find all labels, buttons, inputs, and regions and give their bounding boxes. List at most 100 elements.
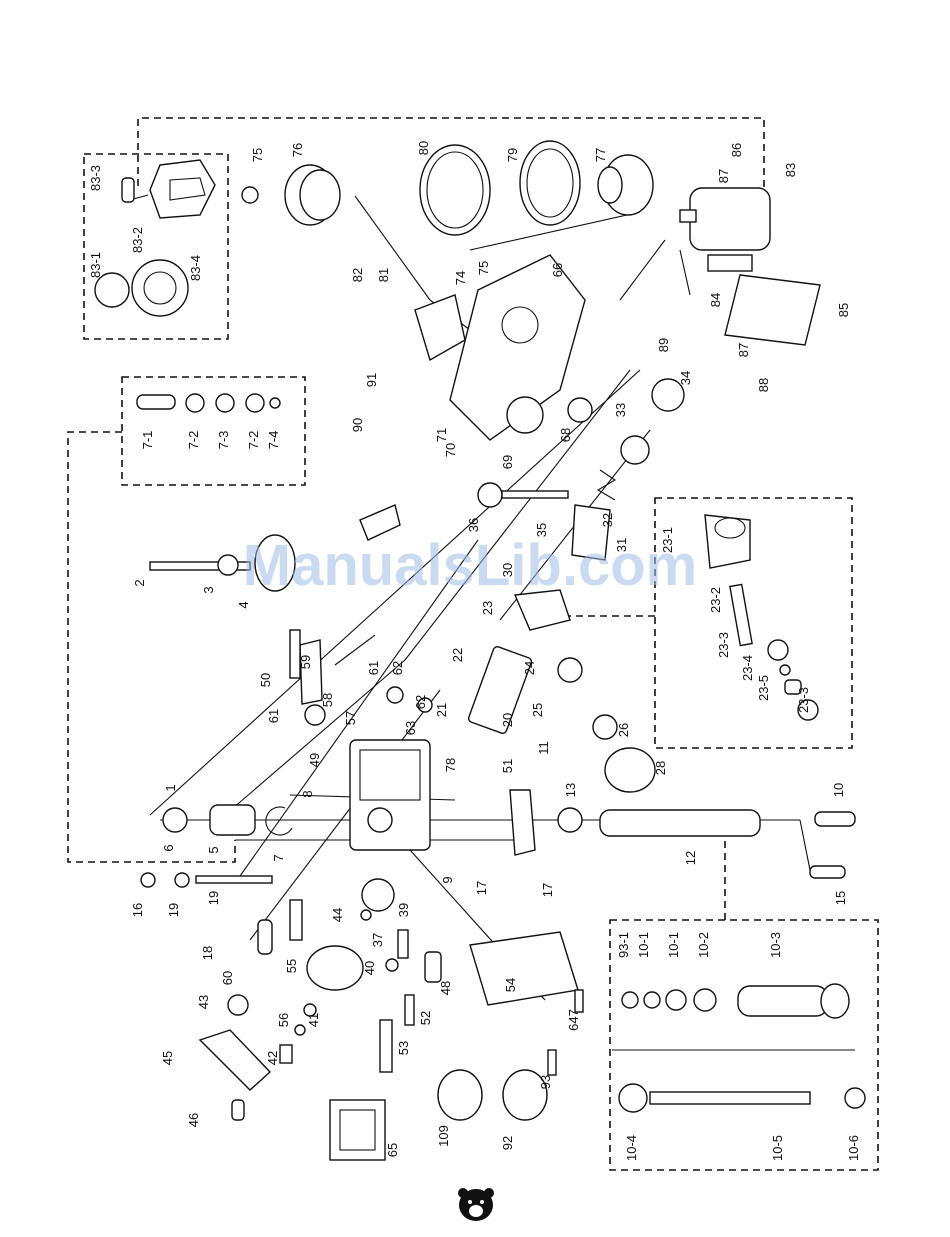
part-label: 21 [434, 703, 449, 717]
part-label: 59 [298, 655, 313, 669]
part-label: 48 [438, 981, 453, 995]
spindle-parts-7 [136, 393, 281, 413]
part-label: 26 [616, 723, 631, 737]
part-label: 75 [476, 261, 491, 275]
group-box-7 [121, 376, 306, 486]
part-label: 81 [376, 268, 391, 282]
part-label: 63 [403, 721, 418, 735]
part-label: 39 [396, 903, 411, 917]
part-label: 82 [350, 268, 365, 282]
part-label: 74 [453, 271, 468, 285]
part-label: 83 [783, 163, 798, 177]
part-label: 93-1 [616, 932, 631, 958]
part-label: 71 [434, 428, 449, 442]
part-label: 10-6 [846, 1135, 861, 1161]
part-label: 8 [300, 790, 315, 797]
part-label: 20 [500, 713, 515, 727]
part-label: 4 [236, 601, 251, 608]
part-label: 93 [538, 1075, 553, 1089]
part-label: 70 [443, 443, 458, 457]
part-label: 32 [600, 513, 615, 527]
part-label: 75 [250, 148, 265, 162]
part-label: 12 [683, 851, 698, 865]
part-label: 2 [132, 579, 147, 586]
part-label: 17 [474, 881, 489, 895]
part-label: 31 [614, 538, 629, 552]
part-label: 55 [284, 959, 299, 973]
part-label: 647 [566, 1009, 581, 1031]
part-label: 23-1 [660, 527, 675, 553]
part-label: 58 [320, 693, 335, 707]
part-label: 10-3 [768, 932, 783, 958]
part-label: 33 [613, 403, 628, 417]
part-label: 91 [364, 373, 379, 387]
part-label: 57 [343, 711, 358, 725]
main-body [140, 435, 856, 1161]
part-label: 83-3 [88, 165, 103, 191]
part-label: 37 [370, 933, 385, 947]
dashed-group-boxes [67, 117, 879, 1171]
part-label: 88 [756, 378, 771, 392]
part-label: 84 [708, 293, 723, 307]
part-label: 10 [831, 783, 846, 797]
part-label: 86 [729, 143, 744, 157]
part-label: 3 [201, 586, 216, 593]
part-label: 7 [271, 854, 286, 861]
part-label: 62 [413, 695, 428, 709]
group-box-7-leader [67, 431, 236, 863]
part-label: 23 [480, 601, 495, 615]
part-label: 5 [206, 846, 221, 853]
part-label: 7-4 [266, 431, 281, 450]
part-label: 61 [266, 709, 281, 723]
part-label: 6 [161, 844, 176, 851]
part-label: 28 [653, 761, 668, 775]
watermark: ManualsLib.com [243, 533, 697, 598]
part-label: 23-3 [796, 687, 811, 713]
part-label: 15 [833, 891, 848, 905]
part-label: 10-5 [770, 1135, 785, 1161]
part-label: 83-1 [88, 252, 103, 278]
part-label: 30 [500, 563, 515, 577]
part-label: 87 [736, 343, 751, 357]
part-label: 78 [443, 758, 458, 772]
part-label: 109 [436, 1125, 451, 1147]
drive-assembly [241, 140, 821, 441]
part-label: 41 [306, 1013, 321, 1027]
part-label: 1 [163, 784, 178, 791]
part-label: 76 [290, 143, 305, 157]
part-label: 13 [563, 783, 578, 797]
part-label: 50 [258, 673, 273, 687]
part-label: 35 [534, 523, 549, 537]
gear-parts-23 [704, 514, 819, 721]
part-label: 66 [550, 263, 565, 277]
part-label: 89 [656, 338, 671, 352]
part-label: 49 [307, 753, 322, 767]
part-label: 19 [206, 891, 221, 905]
part-label: 68 [558, 428, 573, 442]
group-box-83 [83, 153, 229, 340]
part-label: 79 [505, 148, 520, 162]
part-label: 53 [396, 1041, 411, 1055]
part-label: 54 [503, 978, 518, 992]
part-label: 19 [166, 903, 181, 917]
part-label: 51 [500, 759, 515, 773]
part-label: 42 [265, 1051, 280, 1065]
part-label: 92 [500, 1136, 515, 1150]
part-label: 11 [536, 741, 551, 755]
part-label: 90 [350, 418, 365, 432]
part-label: 83-2 [130, 227, 145, 253]
part-label: 85 [836, 303, 851, 317]
part-label: 7-3 [216, 431, 231, 450]
part-label: 10-7 [0, 0, 3, 13]
part-label: 16 [130, 903, 145, 917]
part-label: 10-1 [666, 932, 681, 958]
part-label: 7-1 [140, 431, 155, 450]
part-label: 7-2 [246, 431, 261, 450]
part-label: 22 [450, 648, 465, 662]
bear-logo [458, 1188, 494, 1221]
part-label: 10-4 [624, 1135, 639, 1161]
group-box-23 [654, 497, 853, 749]
part-label: 24 [522, 661, 537, 675]
